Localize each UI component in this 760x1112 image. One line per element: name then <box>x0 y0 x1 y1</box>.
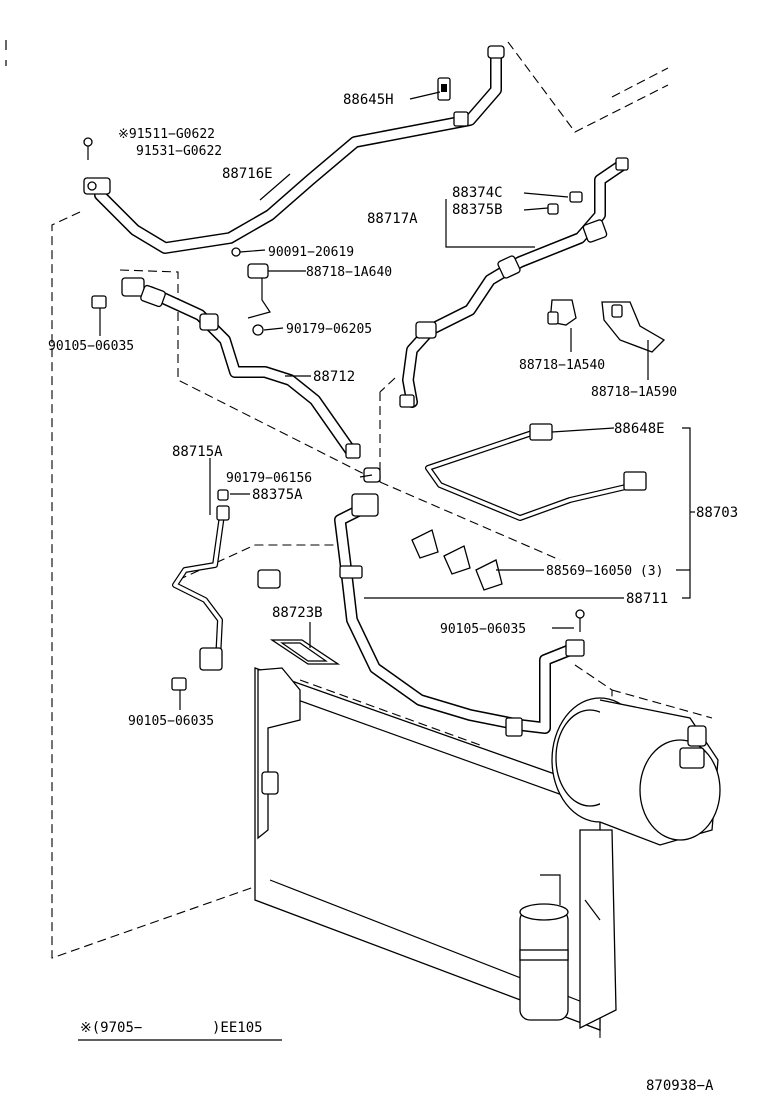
label-88648e: 88648E <box>614 421 665 437</box>
label-88375a: 88375A <box>252 487 303 503</box>
label-88712: 88712 <box>313 369 355 385</box>
label-91511: ※91511−G0622 <box>118 127 215 142</box>
clamp-88718-1a590 <box>601 301 666 353</box>
label-88711: 88711 <box>626 591 668 607</box>
label-90105-c: 90105−06035 <box>128 714 214 729</box>
label-91531: 91531−G0622 <box>136 144 222 159</box>
label-90091: 90091−20619 <box>268 245 354 260</box>
compressor <box>551 697 721 846</box>
clamp-88718-1a640 <box>231 247 271 336</box>
label-88715a: 88715A <box>172 444 223 460</box>
clamp-88718-1a540 <box>547 299 577 326</box>
footnote-prefix: ※(9705− <box>80 1020 142 1036</box>
bolt-90105-b <box>575 609 585 632</box>
diagram-number: 870938−A <box>646 1078 714 1094</box>
label-88716e: 88716E <box>222 166 273 182</box>
pipe-88711 <box>334 493 585 737</box>
clamp-88569-16050 <box>411 529 503 591</box>
label-88374c: 88374C <box>452 185 503 201</box>
bolt-91511 <box>83 137 93 160</box>
label-88718-1a590: 88718−1A590 <box>591 385 677 400</box>
wire-88648e <box>425 423 647 521</box>
label-90179-06156: 90179−06156 <box>226 471 312 486</box>
label-88723b: 88723B <box>272 605 323 621</box>
footnote-suffix: )EE105 <box>212 1020 263 1036</box>
label-90105-b: 90105−06035 <box>440 622 526 637</box>
cap-88375a <box>217 489 229 501</box>
pipe-88712 <box>121 277 361 459</box>
part-labels: 88645H ※91511−G0622 91531−G0622 88716E 8… <box>48 92 738 729</box>
pipe-88717a <box>399 157 629 408</box>
label-88703: 88703 <box>696 505 738 521</box>
bolt-90105-a <box>91 295 107 309</box>
label-88717a: 88717A <box>367 211 418 227</box>
leader-lines <box>99 91 695 710</box>
label-88569: 88569−16050 (3) <box>546 564 663 579</box>
label-88718-1a540: 88718−1A540 <box>519 358 605 373</box>
valve-88374c <box>547 191 583 215</box>
footer: ※(9705− )EE105 870938−A <box>78 1020 714 1094</box>
label-88645h: 88645H <box>343 92 394 108</box>
switch-88645h <box>437 77 451 101</box>
label-90179-06205: 90179−06205 <box>286 322 372 337</box>
label-88375b: 88375B <box>452 202 503 218</box>
receiver-dryer <box>519 829 617 1030</box>
label-88718-1a640: 88718−1A640 <box>306 265 392 280</box>
bolt-90105-c <box>171 677 187 691</box>
seal-88723b <box>269 639 341 665</box>
pipe-88715a <box>172 505 281 671</box>
label-90105-a: 90105−06035 <box>48 339 134 354</box>
pipe-88716e <box>83 45 505 254</box>
